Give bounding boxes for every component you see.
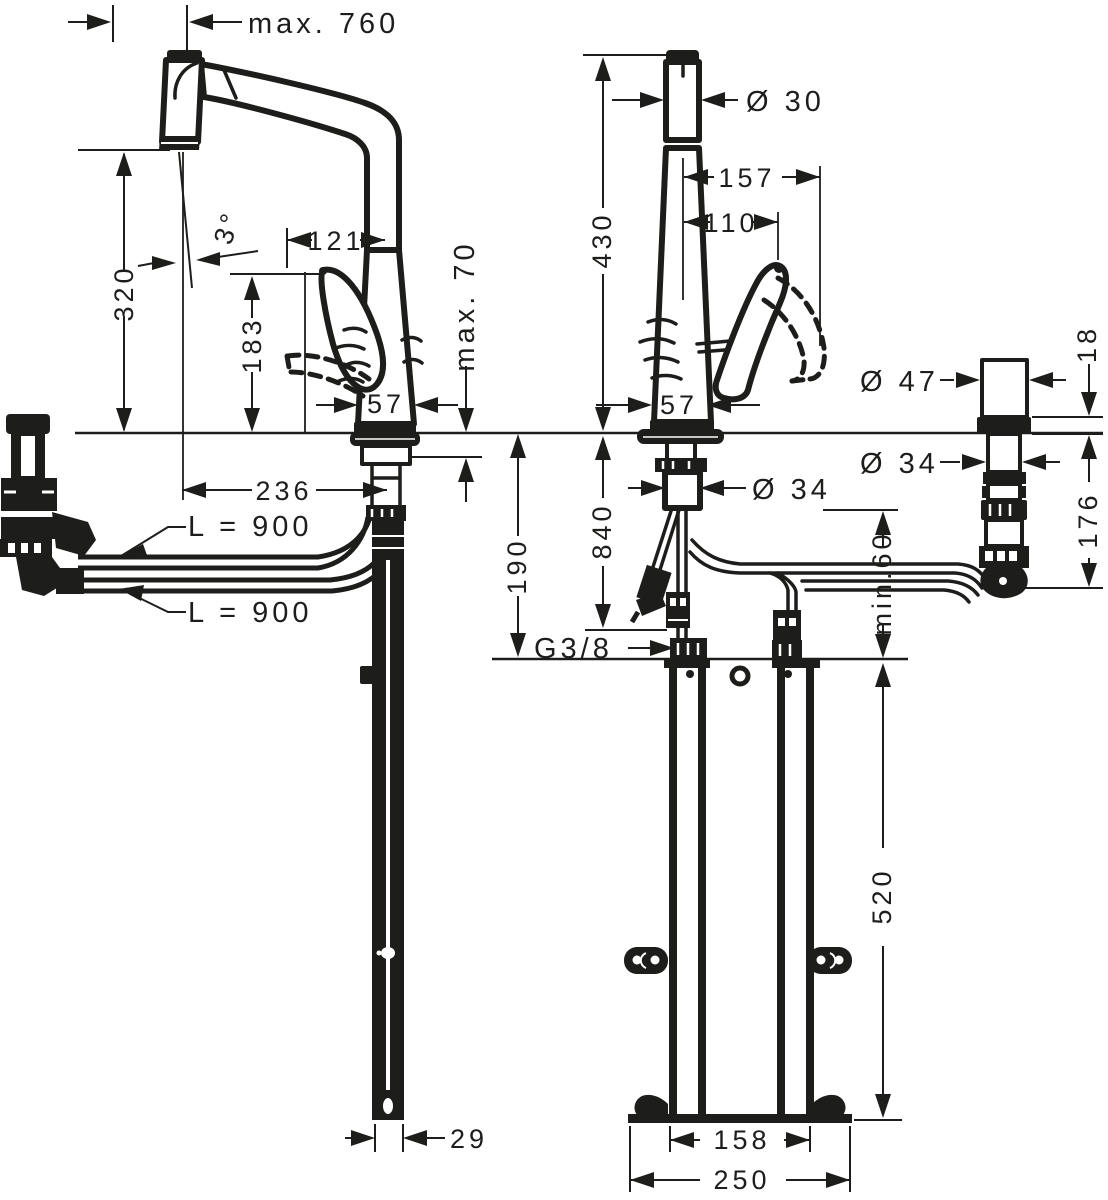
label-hose-length-bottom-text: L = 900 [188,597,313,629]
dim-157: 157 [684,163,821,346]
side-view-faucet [68,50,424,1120]
dim-840-label: 840 [587,502,617,559]
dim-spray-angle-label: 3° [208,206,247,247]
dim-57-front-label: 57 [660,390,698,420]
sbox-unit [624,638,852,1123]
dim-176-label: 176 [1073,491,1103,548]
dim-520: 520 [854,663,902,1121]
label-hose-length-top-text: L = 900 [188,511,313,543]
dim-190: 190 [502,434,532,657]
dim-250-label: 250 [713,1165,770,1195]
dim-190-label: 190 [502,537,532,594]
dim-121-label: 121 [307,226,364,256]
dim-157-label: 157 [718,163,775,193]
hoses-below-front [629,506,988,662]
label-hose-length-top: L = 900 [119,511,313,558]
spray-marks-front [638,317,683,381]
dim-dia-34-shank: Ø 34 [628,474,831,506]
dim-18-label: 18 [1072,325,1102,363]
dim-250: 250 [629,1126,851,1195]
dim-18: 18 [1032,325,1103,459]
dim-320-label: 320 [109,264,139,321]
handle-side-alt-position [284,352,372,399]
dim-min-60: min.60 [823,509,898,658]
dim-dia-30: Ø 30 [612,86,825,118]
dim-158-label: 158 [713,1125,770,1155]
dim-thread-g38-label: G3/8 [534,633,613,665]
dim-236-label: 236 [255,476,312,506]
sbox-side-clamps [624,947,852,974]
dim-121: 121 [286,226,385,268]
dim-57-front: 57 [596,390,760,420]
dim-dia-34-fitting: Ø 34 [860,448,1060,480]
dim-320: 320 [109,152,139,432]
spout-pipe-front [663,59,702,143]
dim-thread-g38: G3/8 [534,633,674,665]
dim-57-side: 57 [316,389,458,419]
handle-front-alt-position [761,275,827,384]
dim-dia-47: Ø 47 [860,366,1066,398]
dim-236: 236 [182,476,387,506]
dim-176: 176 [1016,459,1103,589]
dim-840: 840 [585,436,667,631]
dim-max-760: max. 760 [68,5,399,50]
dim-spray-angle: 3° [137,151,259,289]
mounting-shank-front [655,444,707,511]
dim-110: 110 [684,208,779,260]
dim-max-760-label: max. 760 [248,8,399,40]
dim-dia-47-label: Ø 47 [860,366,939,398]
dim-57-side-label: 57 [367,389,405,419]
dim-110-label: 110 [703,208,758,238]
pullout-hose-bar [360,520,404,1120]
dim-29-label: 29 [450,1124,488,1154]
dim-29: 29 [345,1124,488,1154]
label-hose-length-bottom: L = 900 [119,585,313,629]
shutoff-valve-unit [0,414,96,596]
dim-430: 430 [583,54,666,431]
dim-183: 183 [237,276,267,432]
dim-min-60-label: min.60 [867,530,897,635]
spray-head [159,50,205,150]
dim-dia-34-fitting-label: Ø 34 [860,448,939,480]
handle-front [712,262,789,403]
dim-max-70-label: max. 70 [449,240,481,371]
dim-520-label: 520 [867,867,897,924]
mounting-shank-side [360,444,412,521]
dim-dia-34-shank-label: Ø 34 [752,474,831,506]
dim-dia-30-label: Ø 30 [746,86,825,118]
spray-marks-side [334,326,424,384]
dim-183-label: 183 [237,316,267,373]
dim-max-70: max. 70 [449,240,481,502]
hose-guide-fitting [977,358,1031,599]
dim-158: 158 [669,1125,811,1155]
dim-430-label: 430 [587,211,617,268]
front-view-faucet [629,50,988,662]
